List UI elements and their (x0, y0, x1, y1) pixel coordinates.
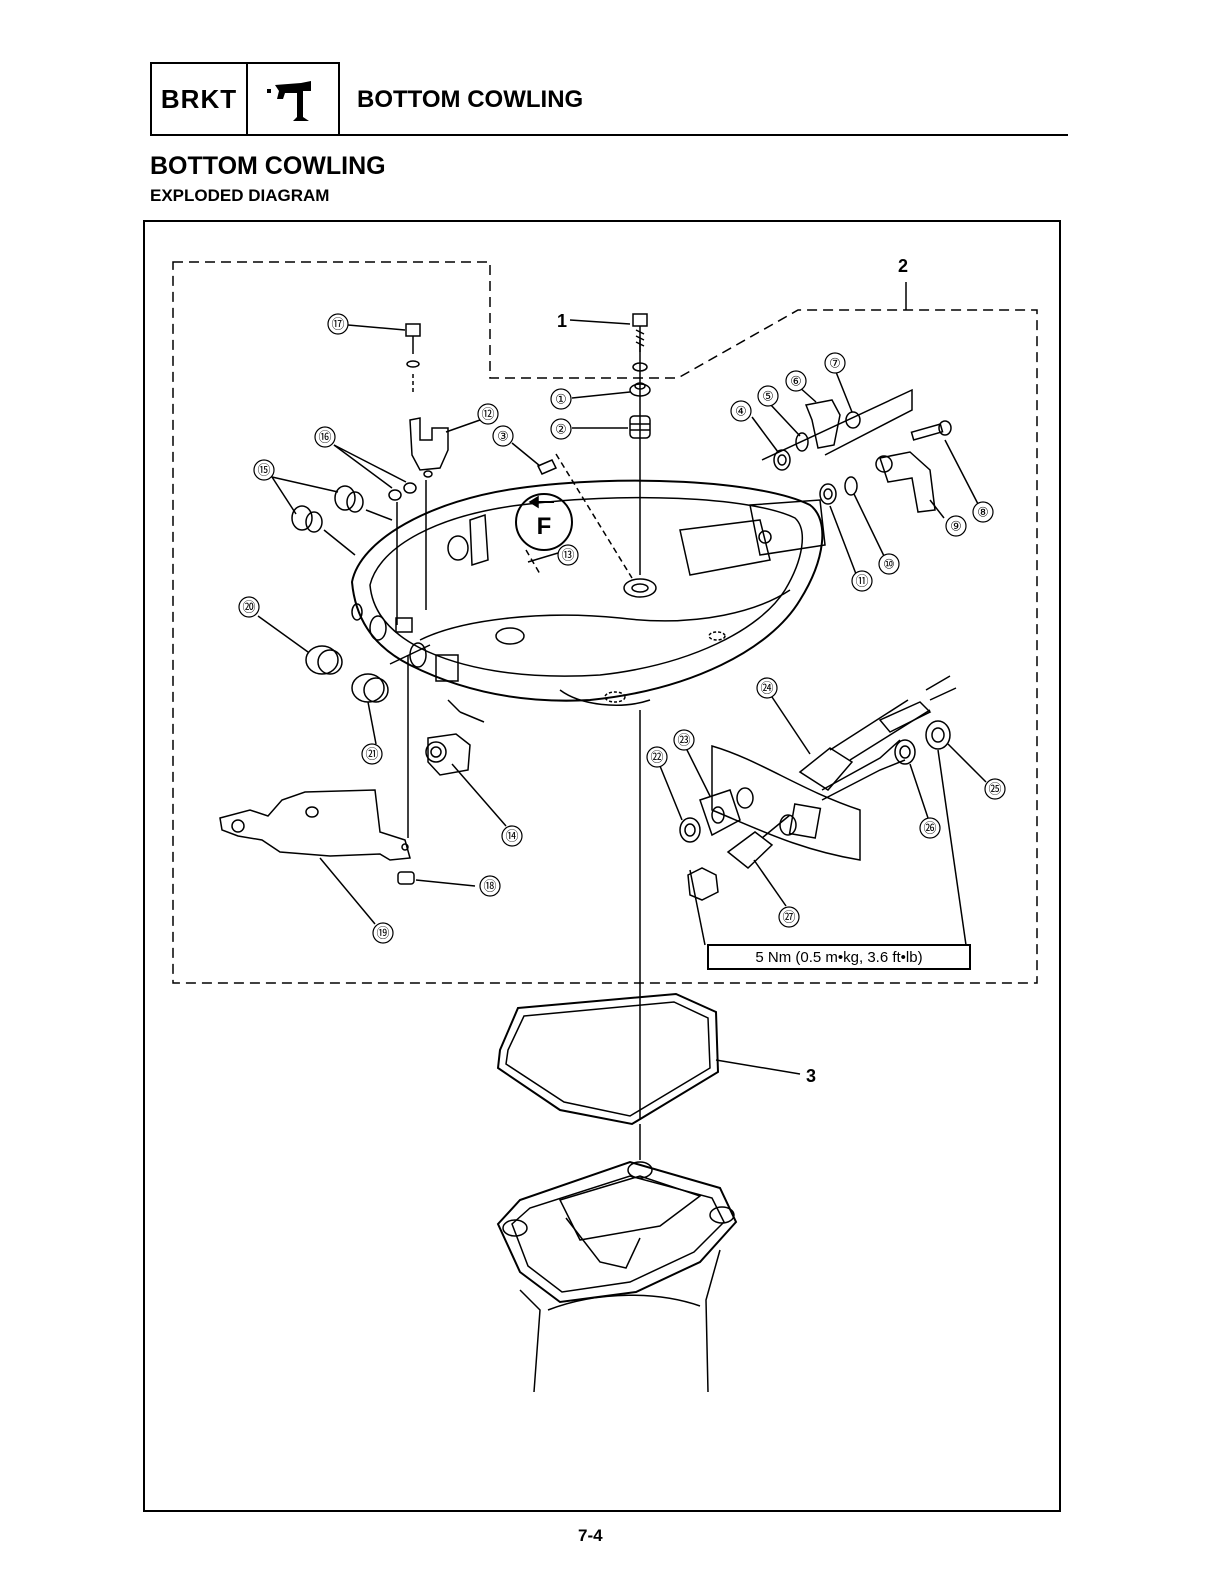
switch-14 (428, 734, 470, 775)
label-assembly-3: 3 (806, 1066, 816, 1086)
bracket-9 (880, 452, 935, 512)
grommet-24 (800, 748, 852, 790)
label-part-12: ⑫ (481, 407, 494, 422)
label-part-6: ⑥ (790, 374, 802, 389)
label-part-22: ㉒ (650, 750, 663, 765)
label-part-16: ⑯ (318, 430, 331, 445)
label-part-1: ① (555, 392, 567, 407)
bolt-17 (406, 324, 420, 336)
washer-23 (700, 790, 740, 835)
label-assembly-2: 2 (898, 256, 908, 276)
label-part-26: ㉖ (923, 821, 936, 836)
label-part-27: ㉗ (782, 910, 795, 925)
label-part-10: ⑩ (883, 557, 895, 572)
label-part-18: ⑱ (483, 879, 496, 894)
label-part-21: ㉑ (365, 747, 378, 762)
label-part-4: ④ (735, 404, 747, 419)
nut-18 (398, 872, 414, 884)
label-part-9: ⑨ (950, 519, 962, 534)
label-part-25: ㉕ (988, 782, 1001, 797)
label-part-5: ⑤ (762, 389, 774, 404)
label-part-23: ㉓ (677, 733, 690, 748)
grommet-27 (728, 832, 772, 868)
label-part-15: ⑮ (257, 463, 270, 478)
label-part-14: ⑭ (505, 829, 518, 844)
label-part-20: ⑳ (242, 600, 255, 615)
clip-6 (806, 400, 840, 448)
label-part-7: ⑦ (829, 356, 841, 371)
gasket-3 (498, 994, 718, 1124)
label-part-19: ⑲ (376, 926, 389, 941)
label-part-24: ㉔ (760, 681, 773, 696)
bolt-1 (633, 314, 647, 326)
page-number: 7-4 (578, 1526, 603, 1546)
label-part-2: ② (555, 422, 567, 437)
direction-marker-letter: F (537, 513, 552, 540)
plate-19 (220, 790, 410, 860)
label-part-13: ⑬ (561, 548, 574, 563)
torque-spec: 5 Nm (0.5 m•kg, 3.6 ft•lb) (755, 949, 922, 966)
label-part-8: ⑧ (977, 505, 989, 520)
label-part-11: ⑪ (855, 574, 868, 589)
label-assembly-1: 1 (557, 311, 567, 331)
assembly-boundary-1 (173, 262, 1037, 983)
label-part-17: ⑰ (331, 317, 344, 332)
label-part-3: ③ (497, 429, 509, 444)
bracket-12 (410, 418, 448, 470)
